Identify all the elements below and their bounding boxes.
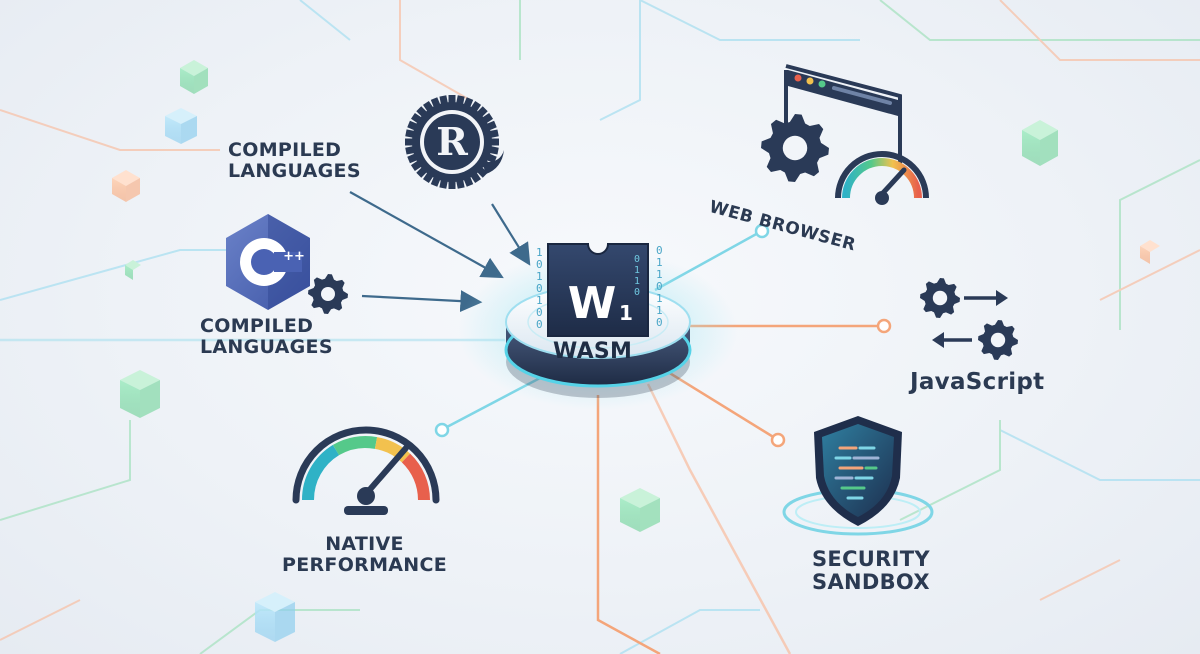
gear-icon	[978, 320, 1018, 360]
connector-node	[876, 318, 892, 334]
wasm-logo-subscript: 1	[619, 301, 633, 325]
gear-icon	[920, 278, 960, 318]
binary-digit: 1	[634, 276, 640, 287]
connector-node	[770, 432, 786, 448]
gear-icon	[308, 274, 348, 314]
binary-digit: 1	[656, 304, 663, 317]
cube-decoration	[112, 170, 140, 202]
cpp-logo-icon[interactable]: ++	[226, 214, 310, 310]
label-line: COMPILED	[228, 139, 342, 161]
rust-crab-claw-icon	[482, 150, 504, 174]
gear-exchange-icon[interactable]	[920, 278, 1018, 360]
binary-digit: 1	[634, 265, 640, 276]
gear-icon	[761, 114, 829, 182]
hub-connectors	[0, 223, 892, 654]
cpp-plus-signs: ++	[283, 249, 305, 264]
wasm-label: WASM	[553, 339, 633, 364]
native-performance-label: NATIVE PERFORMANCE	[282, 534, 447, 575]
security-sandbox-label: SECURITY SANDBOX	[812, 548, 930, 593]
cube-decoration	[1022, 120, 1058, 166]
binary-digit: 1	[536, 294, 543, 307]
speedometer-icon[interactable]	[292, 426, 440, 515]
binary-digit: 0	[656, 316, 663, 329]
arrow-rust-to-hub	[491, 203, 531, 266]
binary-digit: 0	[536, 318, 543, 331]
binary-digit: 1	[536, 246, 543, 259]
javascript-label: JavaScript	[910, 369, 1045, 395]
label-line: COMPILED	[200, 315, 314, 337]
input-arrows	[349, 191, 531, 313]
cube-decoration	[165, 108, 197, 144]
connector-down-right	[646, 383, 792, 654]
label-line: LANGUAGES	[228, 159, 361, 182]
arrow-compiled-top-to-hub	[349, 191, 504, 279]
browser-frame	[785, 64, 902, 166]
label-line: SANDBOX	[812, 569, 930, 594]
cube-decoration	[620, 488, 660, 532]
browser-gauge-icon	[835, 151, 929, 205]
binary-digit: 1	[656, 292, 663, 305]
decorative-cubes	[112, 60, 1160, 642]
cube-decoration	[120, 370, 160, 418]
binary-digit: 1	[656, 268, 663, 281]
binary-digit: 0	[656, 244, 663, 257]
binary-digit: 1	[656, 256, 663, 269]
label-line: PERFORMANCE	[282, 553, 448, 576]
browser-titlebar	[788, 70, 898, 116]
connector-node	[754, 223, 770, 239]
connector-down	[596, 395, 661, 654]
connector-node	[434, 422, 450, 438]
rust-logo-icon[interactable]: R	[405, 95, 504, 189]
binary-digit: 1	[536, 270, 543, 283]
arrow-cpp-to-hub	[361, 290, 483, 313]
binary-digit: 0	[634, 287, 640, 298]
label-line: NATIVE	[325, 533, 404, 555]
wasm-chip-icon	[547, 243, 649, 337]
label-line: LANGUAGES	[200, 335, 333, 358]
cube-decoration	[180, 60, 208, 94]
wasm-logo-letter: W	[568, 278, 617, 329]
compiled-languages-top-label: COMPILED LANGUAGES	[228, 140, 361, 181]
binary-digit: 0	[656, 280, 663, 293]
cube-decoration	[125, 260, 141, 280]
browser-window-icon[interactable]	[784, 64, 902, 166]
label-line: SECURITY	[812, 547, 930, 571]
binary-digit: 0	[634, 254, 640, 265]
rust-logo-letter: R	[436, 119, 468, 164]
cube-decoration	[1140, 240, 1160, 264]
binary-digit: 0	[536, 258, 543, 271]
binary-digit: 0	[536, 306, 543, 319]
cube-decoration	[255, 592, 295, 642]
binary-digit: 0	[536, 282, 543, 295]
compiled-languages-bottom-label: COMPILED LANGUAGES	[200, 316, 333, 357]
shield-icon[interactable]	[782, 416, 934, 536]
